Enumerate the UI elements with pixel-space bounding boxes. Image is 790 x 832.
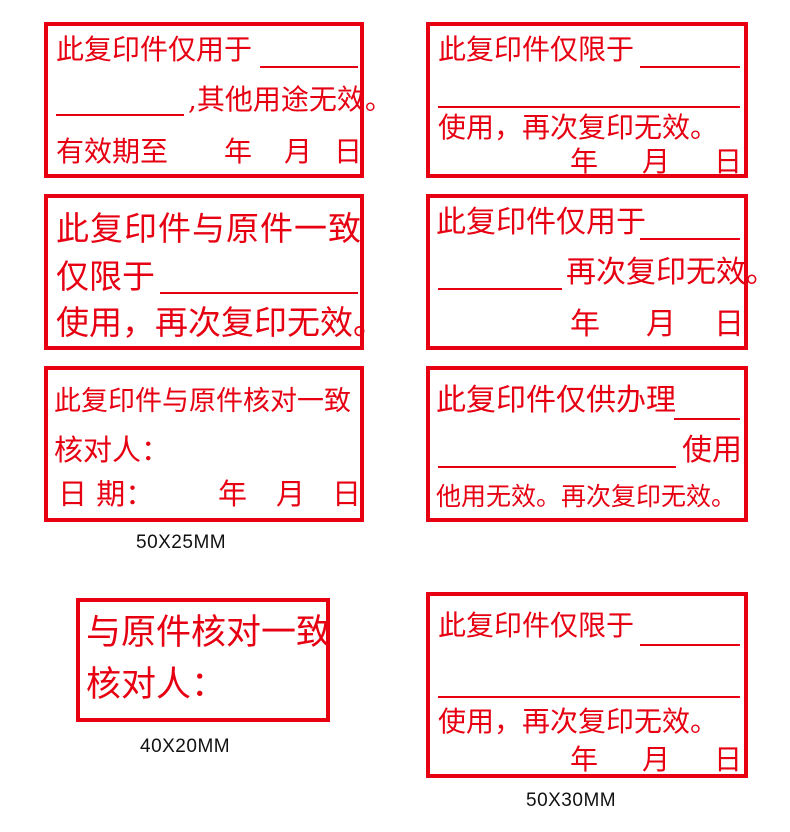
blank-line: [640, 66, 740, 68]
day-label: 日: [714, 307, 744, 342]
blank-line: [674, 418, 740, 420]
stamp-line-1: 此复印件仅供办理: [436, 383, 676, 418]
month-label: 月: [276, 477, 306, 511]
blank-line: [56, 114, 184, 116]
month-label: 月: [642, 743, 671, 776]
month-label: 月: [284, 135, 313, 168]
stamp-matches-original: 此复印件与原件一致 仅限于 使用，再次复印无效。: [44, 194, 386, 350]
stamp-limited-use: 此复印件仅限于 使用，再次复印无效。 年 月 日: [426, 22, 748, 178]
month-label: 月: [646, 307, 676, 342]
blank-line: [438, 466, 676, 468]
blank-line: [438, 288, 562, 290]
stamp-line-2: 使用，再次复印无效。: [438, 111, 719, 144]
stamp-processing-only: 此复印件仅供办理 使用 他用无效。再次复印无效。: [426, 366, 748, 522]
stamp-valid-period: 此复印件仅用于 ,其他用途无效。 有效期至 年 月 日: [44, 22, 393, 178]
blank-line: [160, 292, 358, 294]
year-label: 年: [570, 307, 600, 342]
size-caption: 40X20MM: [140, 736, 231, 757]
stamp-line-1: 此复印件仅限于: [438, 609, 635, 642]
day-label: 日: [334, 135, 363, 168]
stamp-line-3: 日 期：: [58, 477, 155, 511]
blank-line: [438, 106, 740, 108]
stamp-line-1: 与原件核对一致: [86, 613, 332, 653]
year-label: 年: [570, 145, 599, 178]
stamp-line-3: 使用，再次复印无效。: [56, 303, 386, 342]
stamp-line-2: 仅限于: [56, 257, 155, 296]
stamp-line-3: 有效期至: [56, 135, 169, 168]
stamp-line-2: 使用: [682, 433, 742, 468]
blank-line: [438, 696, 740, 698]
stamp-line-1: 此复印件与原件核对一致: [54, 386, 351, 417]
stamp-verify-small: 与原件核对一致 核对人：: [76, 598, 332, 722]
stamp-line-1: 此复印件仅用于: [436, 205, 646, 240]
stamp-verified-original: 此复印件与原件核对一致 核对人： 日 期： 年 月 日: [44, 366, 364, 522]
stamp-line-2: ,其他用途无效。: [188, 83, 393, 116]
year-label: 年: [570, 743, 599, 776]
stamp-line-2: 使用，再次复印无效。: [438, 705, 719, 738]
stamp-line-1: 此复印件仅限于: [438, 33, 635, 66]
stamp-line-3: 他用无效。再次复印无效。: [436, 482, 737, 511]
year-label: 年: [218, 477, 248, 511]
year-label: 年: [224, 135, 253, 168]
stamp-line-2: 核对人：: [54, 433, 171, 467]
stamp-limited-use-large: 此复印件仅限于 使用，再次复印无效。 年 月 日: [426, 592, 748, 778]
day-label: 日: [714, 743, 743, 776]
stamp-line-2: 再次复印无效。: [566, 255, 776, 290]
month-label: 月: [642, 145, 671, 178]
stamp-line-1: 此复印件仅用于: [56, 33, 253, 66]
day-label: 日: [714, 145, 743, 178]
blank-line: [260, 66, 358, 68]
stamp-line-1: 此复印件与原件一致: [56, 209, 362, 248]
stamp-line-2: 核对人：: [86, 665, 227, 705]
size-caption: 50X25MM: [136, 532, 227, 553]
size-caption: 50X30MM: [526, 790, 617, 811]
blank-line: [640, 238, 740, 240]
stamp-use-only: 此复印件仅用于 再次复印无效。 年 月 日: [426, 194, 776, 350]
blank-line: [640, 644, 740, 646]
day-label: 日: [332, 477, 362, 511]
